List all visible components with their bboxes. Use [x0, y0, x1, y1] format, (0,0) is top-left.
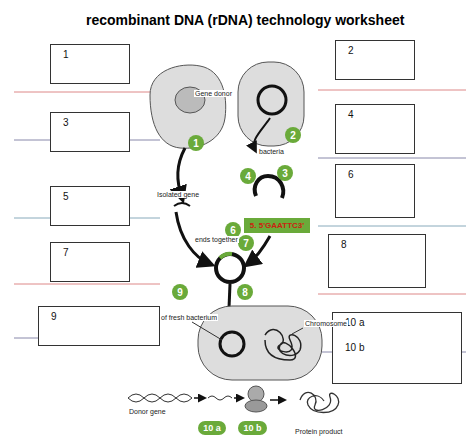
callout-number: 9: [172, 284, 188, 300]
callout-text: 2: [290, 130, 296, 141]
box-number: 6: [348, 169, 408, 180]
box-number: 3: [63, 117, 123, 128]
box-number: 10 b: [345, 342, 455, 353]
answer-box: 7: [50, 242, 130, 282]
box-number: 5: [63, 191, 123, 202]
donor-cell: [150, 65, 226, 148]
part-label: ends together: [194, 236, 239, 243]
callout-text: 3: [282, 168, 288, 179]
protein-product-shape: [300, 392, 339, 412]
leader-line: [292, 328, 303, 334]
bacterium: [238, 62, 304, 146]
callout-number: 4: [240, 168, 256, 184]
arrow: [194, 397, 204, 399]
box-number: 7: [63, 247, 123, 258]
answer-box: 10 a 10 b: [332, 312, 462, 384]
answer-box: 3: [50, 112, 130, 152]
ribosome: [245, 386, 267, 412]
answer-box: 6: [335, 164, 415, 218]
box-number: 1: [63, 49, 123, 60]
callout-number: 2: [285, 127, 301, 143]
leader-line: [192, 322, 222, 340]
box-number: 4: [348, 109, 408, 120]
callout-text: 9: [177, 287, 183, 298]
answer-box: 9: [38, 306, 160, 346]
arrow: [254, 118, 270, 150]
answer-box: 5: [50, 186, 130, 226]
callout-text: 10 a: [203, 423, 221, 433]
box-number: 9: [51, 311, 153, 322]
callout-number: 7: [238, 235, 254, 251]
part-label: bacteria: [258, 148, 285, 155]
recombinant-plasmid: [216, 254, 244, 282]
callout-number: 10 a: [198, 421, 226, 435]
part-label: Donor gene: [128, 408, 167, 415]
callout-text: 8: [242, 287, 248, 298]
part-label: Isolated gene: [156, 191, 200, 198]
isolated-gene: [174, 203, 190, 206]
box-number: 10 a: [345, 317, 455, 328]
callout-text: 5. 5'GAATTC3': [250, 221, 304, 230]
inserted-gene: [220, 254, 232, 258]
answer-box: 1: [50, 44, 130, 84]
callout-text: 7: [243, 238, 249, 249]
callout-text: 4: [245, 171, 251, 182]
part-label: Protein product: [294, 428, 343, 435]
callout-text: 6: [230, 225, 236, 236]
sequence-box: 5. 5'GAATTC3': [244, 218, 310, 233]
title: recombinant DNA (rDNA) technology worksh…: [86, 12, 404, 28]
arrow: [270, 399, 284, 401]
part-label: of fresh bacterium: [160, 314, 218, 321]
callout-number: 1: [188, 135, 204, 151]
answer-box: 4: [335, 104, 415, 154]
arrow: [234, 397, 242, 399]
callout-text: 1: [193, 138, 199, 149]
part-label: Chromosome: [304, 320, 348, 327]
mrna: [208, 396, 232, 400]
callout-number: 8: [237, 284, 253, 300]
donor-dna-helix: [128, 394, 192, 402]
callout-text: 10 b: [243, 423, 261, 433]
box-number: 2: [348, 45, 408, 56]
opened-plasmid: [255, 176, 283, 198]
callout-number: 3: [277, 165, 293, 181]
answer-box: 2: [335, 40, 415, 80]
answer-box: 8: [328, 234, 426, 288]
part-label: Gene donor: [194, 90, 233, 97]
callout-number: 10 b: [238, 421, 267, 435]
box-number: 8: [341, 239, 419, 250]
